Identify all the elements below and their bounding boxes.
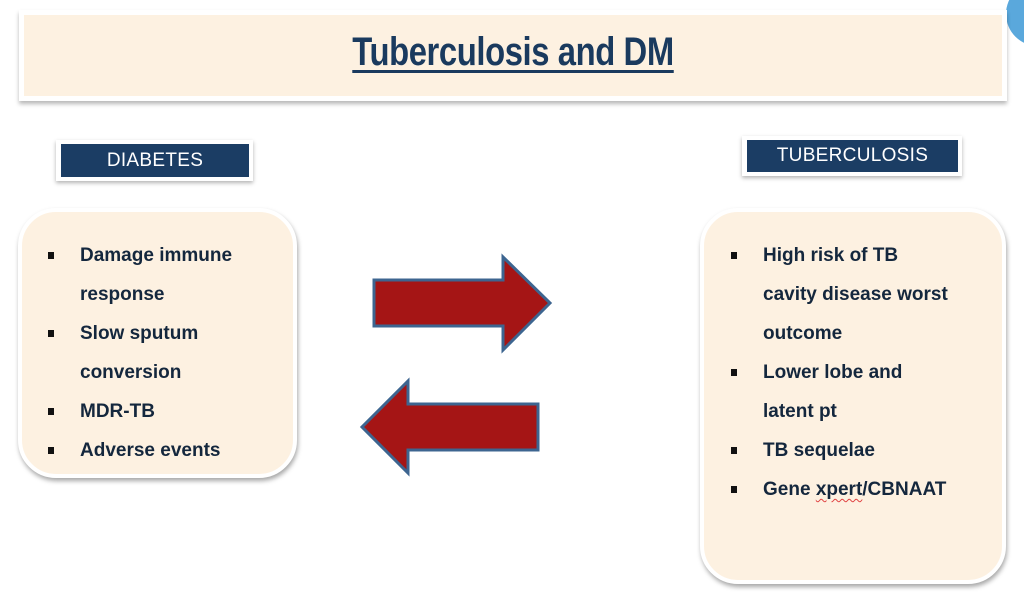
list-item-text: latent pt bbox=[763, 401, 837, 422]
square-bullet-icon bbox=[731, 369, 737, 376]
text-segment: /CBNAAT bbox=[862, 479, 947, 500]
title-banner: Tuberculosis and DM bbox=[19, 10, 1007, 101]
list-item-text: TB sequelae bbox=[763, 440, 875, 461]
list-item-text: conversion bbox=[80, 362, 182, 383]
list-item-text: Gene xpert/CBNAAT bbox=[763, 470, 948, 509]
spellcheck-flagged-word[interactable]: xpert bbox=[815, 479, 863, 500]
list-item-text: cavity disease worst bbox=[763, 284, 948, 305]
list-item: High risk of TB cavity disease worst out… bbox=[731, 236, 948, 353]
square-bullet-icon bbox=[731, 486, 737, 493]
list-item: Gene xpert/CBNAAT bbox=[731, 470, 948, 509]
tuberculosis-label-text: TUBERCULOSIS bbox=[747, 140, 958, 172]
diabetes-panel: Damage immune response Slow sputum conve… bbox=[18, 208, 297, 478]
square-bullet-icon bbox=[731, 447, 737, 454]
tuberculosis-bullet-list: High risk of TB cavity disease worst out… bbox=[731, 236, 948, 509]
list-item-text: outcome bbox=[763, 323, 843, 344]
square-bullet-icon bbox=[48, 408, 54, 415]
list-item: Damage immune response bbox=[48, 236, 232, 314]
title-banner-inner: Tuberculosis and DM bbox=[24, 15, 1002, 96]
list-item: Slow sputum conversion bbox=[48, 314, 232, 392]
list-item-text: Damage immune bbox=[80, 245, 233, 266]
slide-title: Tuberculosis and DM bbox=[352, 30, 674, 74]
square-bullet-icon bbox=[48, 252, 54, 259]
diabetes-label-text: DIABETES bbox=[61, 144, 249, 177]
tuberculosis-label: TUBERCULOSIS bbox=[742, 136, 962, 176]
text-segment: Gene bbox=[763, 479, 816, 500]
list-item: TB sequelae bbox=[731, 431, 948, 470]
list-item: Adverse events bbox=[48, 431, 232, 470]
list-item-text: Slow sputum bbox=[80, 323, 199, 344]
tuberculosis-panel: High risk of TB cavity disease worst out… bbox=[700, 208, 1006, 584]
list-item: Lower lobe and latent pt bbox=[731, 353, 948, 431]
diabetes-label: DIABETES bbox=[56, 140, 253, 181]
list-item-text: Lower lobe and bbox=[763, 362, 903, 383]
list-item-text: Adverse events bbox=[80, 440, 221, 461]
square-bullet-icon bbox=[48, 447, 54, 454]
square-bullet-icon bbox=[48, 330, 54, 337]
list-item: MDR-TB bbox=[48, 392, 232, 431]
list-item-text: MDR-TB bbox=[80, 401, 155, 422]
diabetes-bullet-list: Damage immune response Slow sputum conve… bbox=[48, 236, 232, 470]
list-item-text: response bbox=[80, 284, 165, 305]
list-item-text: High risk of TB bbox=[763, 245, 899, 266]
square-bullet-icon bbox=[731, 252, 737, 259]
